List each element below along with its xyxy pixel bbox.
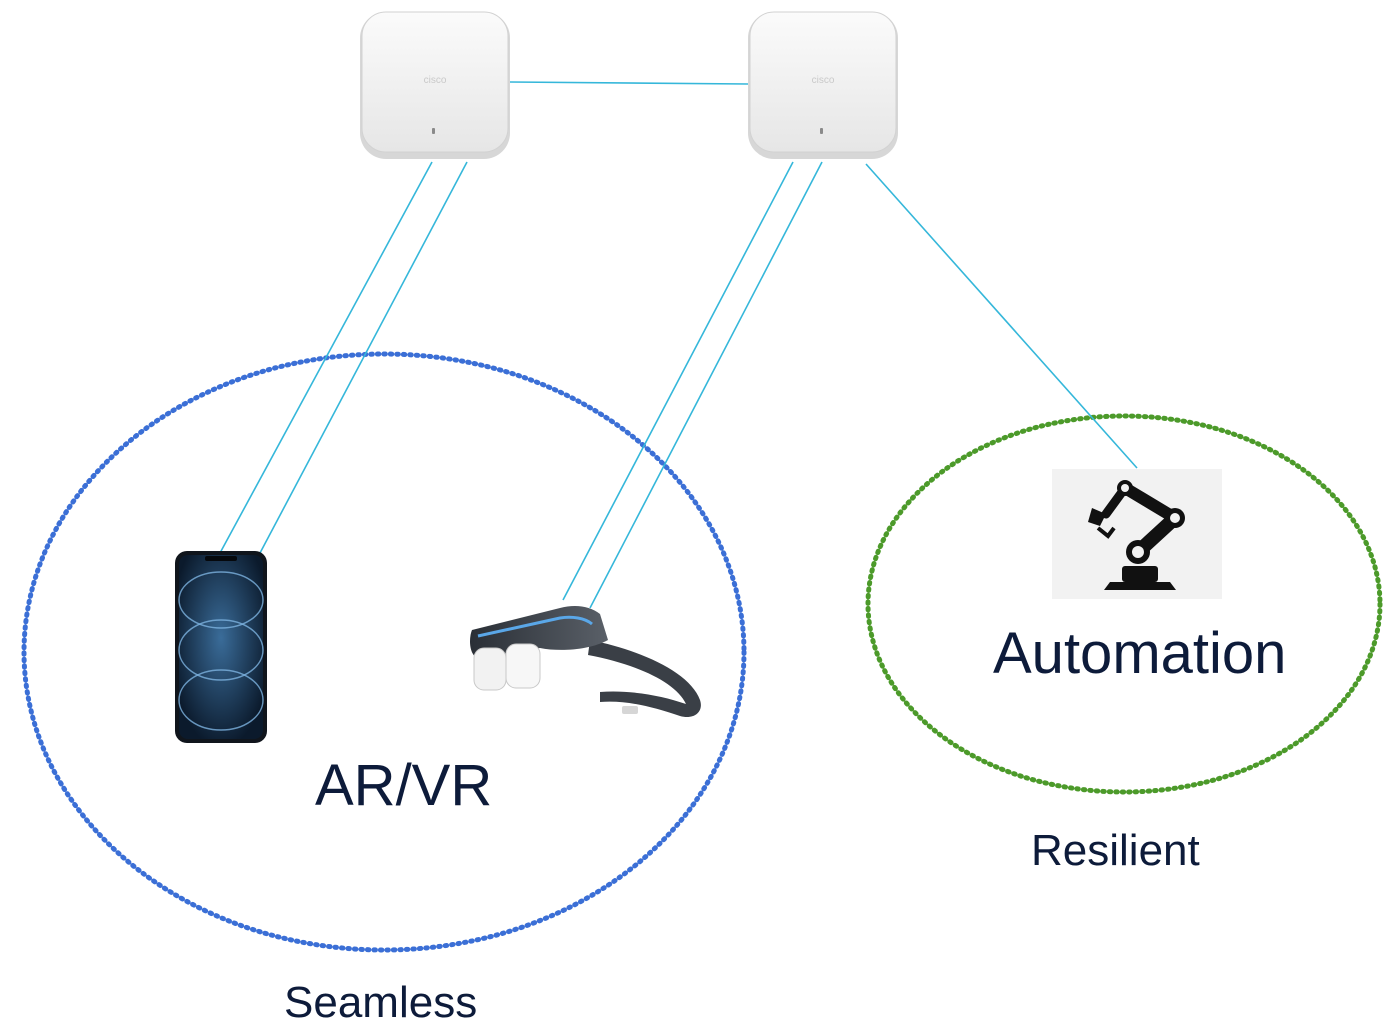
resilient-label: Resilient <box>1031 826 1200 875</box>
status-led <box>820 128 823 134</box>
access-point-1-brand: cisco <box>423 75 447 86</box>
status-led <box>432 128 435 134</box>
seamless-label: Seamless <box>284 978 478 1027</box>
access-point-2 <box>748 11 898 159</box>
arvr-label: AR/VR <box>315 753 493 818</box>
headset-link-2 <box>589 161 823 609</box>
access-point-2-brand: cisco <box>811 75 835 86</box>
robotic-arm-icon <box>1052 469 1222 599</box>
automation-label: Automation <box>993 621 1287 686</box>
arvr-group-ring <box>21 351 747 953</box>
automation-group-ring <box>865 413 1383 795</box>
phone-link-2 <box>259 161 468 554</box>
ap-backhaul-link <box>509 81 749 85</box>
wireless-links <box>219 81 1138 609</box>
robot-link <box>865 163 1138 469</box>
phone-link-1 <box>219 161 433 554</box>
smartphone <box>175 551 267 743</box>
arvr-headset <box>470 606 701 718</box>
headset-link-1 <box>562 161 794 601</box>
access-point-1 <box>360 11 510 159</box>
